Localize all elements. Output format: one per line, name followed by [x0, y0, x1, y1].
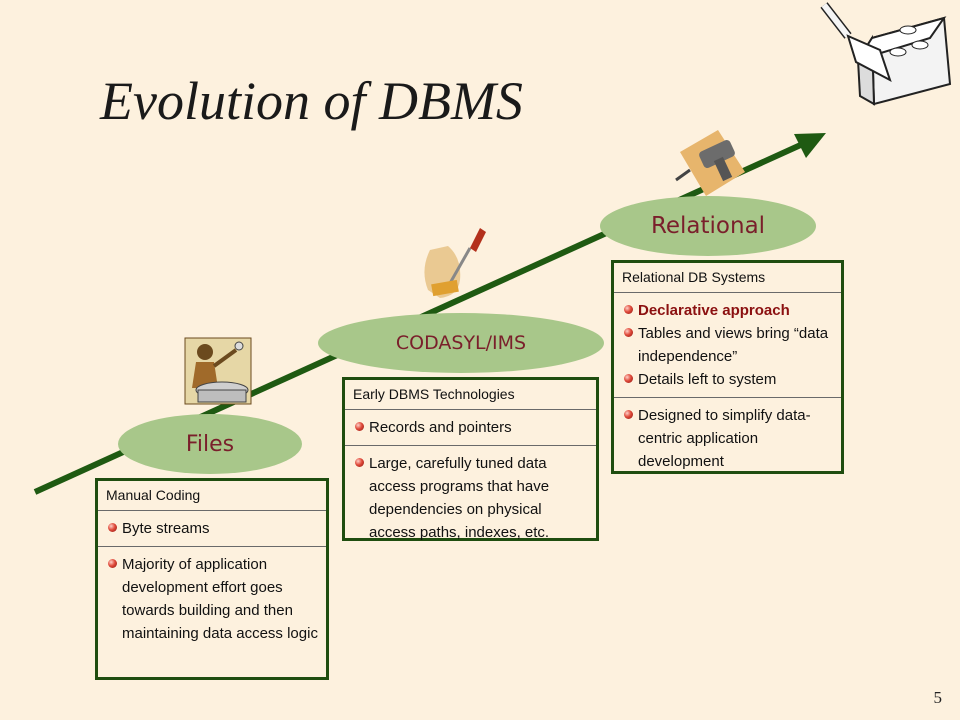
bullet-icon	[624, 374, 633, 383]
caveman-clipart-icon	[184, 337, 252, 405]
slide-title: Evolution of DBMS	[100, 71, 523, 131]
page-number: 5	[933, 688, 943, 707]
bullet-item: Declarative approach	[624, 299, 833, 322]
stage-label-codasyl: CODASYL/IMS	[395, 332, 527, 354]
box-section: Majority of application development effo…	[98, 547, 326, 651]
bullet-icon	[355, 422, 364, 431]
drill-clipart-icon	[675, 130, 745, 196]
bullet-icon	[355, 458, 364, 467]
box-section: Designed to simplify data-centric applic…	[614, 398, 841, 479]
box-section: Declarative approach Tables and views br…	[614, 293, 841, 398]
box-header: Relational DB Systems	[614, 263, 841, 293]
relational-ellipse	[600, 196, 816, 256]
bullet-icon	[108, 523, 117, 532]
codasyl-info-box: Early DBMS Technologies Records and poin…	[342, 377, 599, 541]
files-info-box: Manual Coding Byte streams Majority of a…	[95, 478, 329, 680]
bullet-item: Details left to system	[624, 368, 833, 391]
box-section: Records and pointers	[345, 410, 596, 446]
bullet-item: Designed to simplify data-centric applic…	[624, 404, 833, 473]
trowel-brick-clipart-icon	[820, 2, 952, 106]
box-section: Large, carefully tuned data access progr…	[345, 446, 596, 550]
screwdriver-clipart-icon	[424, 228, 486, 298]
relational-info-box: Relational DB Systems Declarative approa…	[611, 260, 844, 474]
bullet-icon	[624, 305, 633, 314]
box-header: Early DBMS Technologies	[345, 380, 596, 410]
bullet-icon	[624, 410, 633, 419]
bullet-item: Tables and views bring “data independenc…	[624, 322, 833, 368]
codasyl-ellipse	[318, 313, 604, 373]
box-header: Manual Coding	[98, 481, 326, 511]
bullet-item: Large, carefully tuned data access progr…	[355, 452, 588, 544]
bullet-item: Records and pointers	[355, 416, 588, 439]
bullet-item: Byte streams	[108, 517, 318, 540]
bullet-item: Majority of application development effo…	[108, 553, 318, 645]
stage-label-files: Files	[185, 431, 235, 457]
bullet-icon	[108, 559, 117, 568]
bullet-icon	[624, 328, 633, 337]
stage-label-relational: Relational	[650, 213, 766, 239]
box-section: Byte streams	[98, 511, 326, 547]
files-ellipse	[118, 414, 302, 474]
